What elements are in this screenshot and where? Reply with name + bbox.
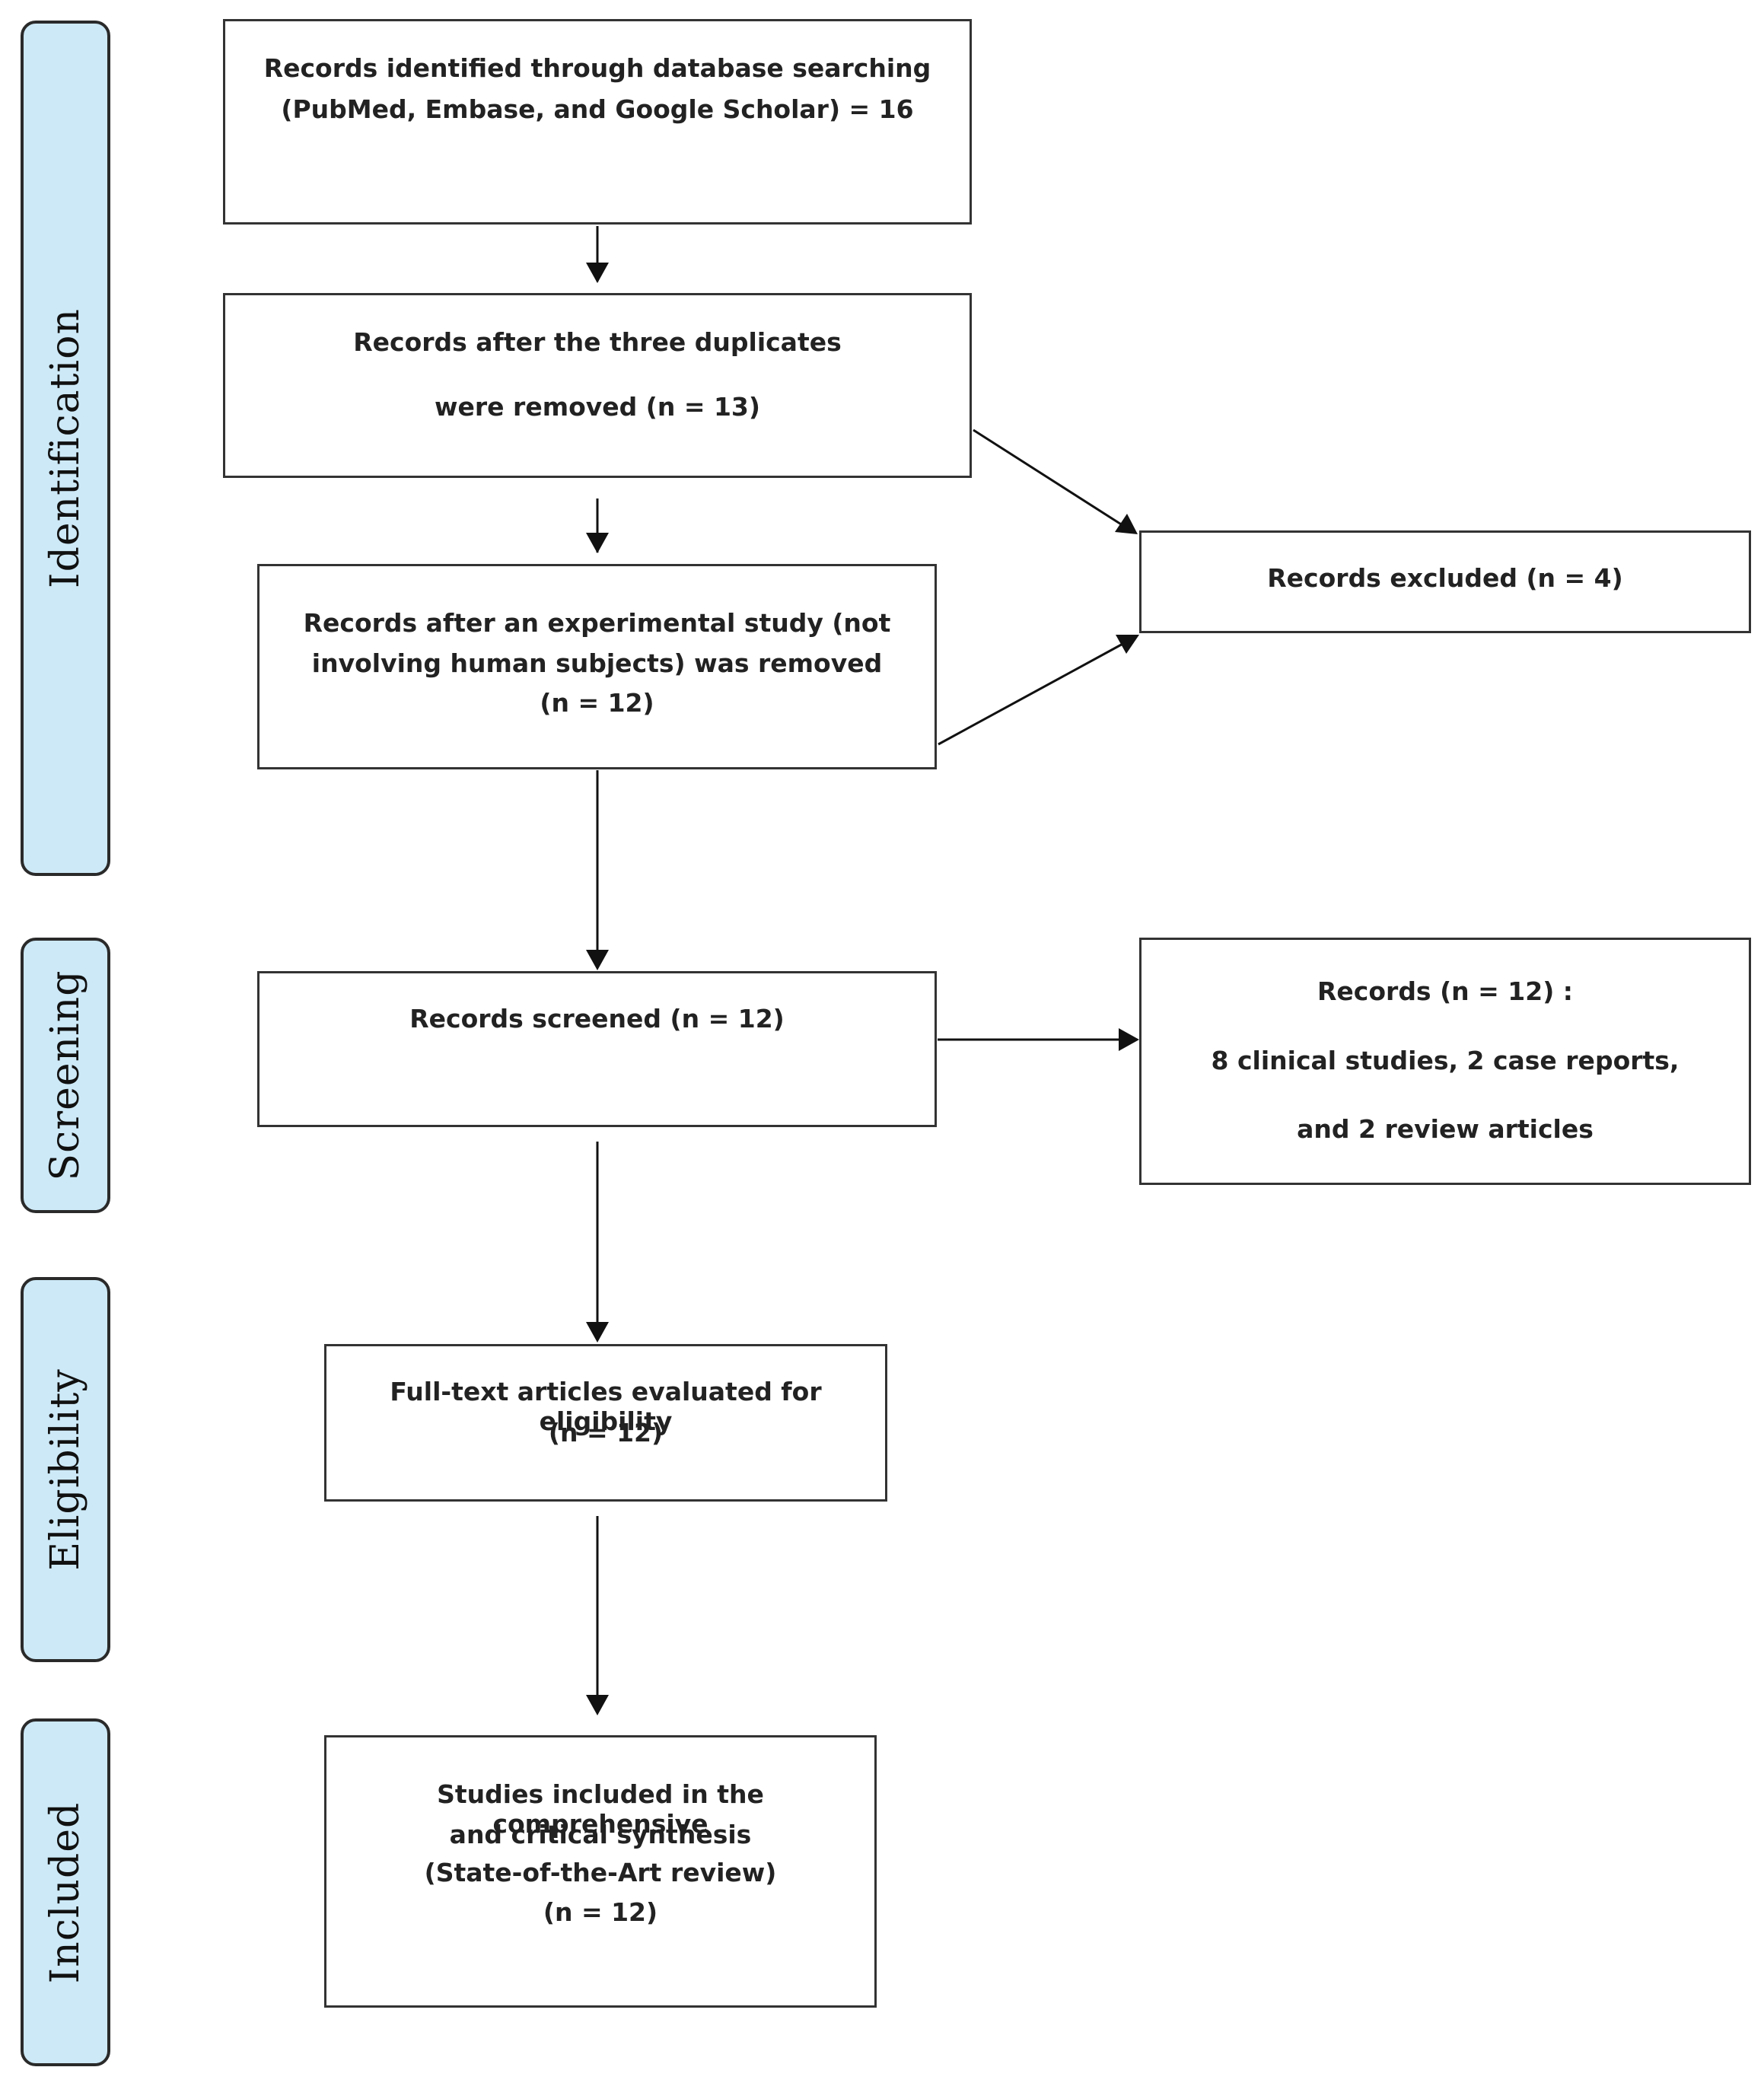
box-records-screened-line-1: Records screened (n = 12) <box>409 1004 785 1034</box>
box-studies-included-line-4: (n = 12) <box>543 1897 658 1927</box>
phase-eligibility: Eligibility <box>21 1277 110 1662</box>
box-experimental-removed: Records after an experimental study (not… <box>257 564 937 769</box>
arrowhead-experimental-to-screened <box>586 950 609 970</box>
box-studies-included-line-3: (State-of-the-Art review) <box>424 1858 777 1887</box>
phase-included: Included <box>21 1718 110 2066</box>
box-duplicates-removed-line-1: Records after the three duplicates <box>353 327 842 357</box>
box-experimental-removed-line-3: (n = 12) <box>540 688 654 718</box>
arrowhead-experimental-to-excluded <box>1116 635 1139 654</box>
box-duplicates-removed-line-2: were removed (n = 13) <box>435 392 760 422</box>
box-records-identified-line-1: Records identified through database sear… <box>263 53 931 83</box>
box-full-text-eligibility-line-1: Full-text articles evaluated for eligibi… <box>390 1377 822 1436</box>
box-experimental-removed-line-1: Records after an experimental study (not <box>303 608 891 638</box>
box-records-screened: Records screened (n = 12) <box>257 971 937 1127</box>
box-records-breakdown-line-2: 8 clinical studies, 2 case reports, <box>1211 1046 1680 1075</box>
box-full-text-eligibility-line-2: (n = 12) <box>548 1418 664 1448</box>
box-experimental-removed-line-2: involving human subjects) was removed <box>311 648 883 678</box>
box-records-breakdown-line-1: Records (n = 12) : <box>1317 976 1573 1006</box>
arrowhead-screened-to-eligibility <box>586 1322 609 1342</box>
box-studies-included-line-2: and critical synthesis <box>449 1820 752 1849</box>
arrowhead-eligibility-to-included <box>586 1695 609 1715</box>
arrow-experimental-to-excluded <box>938 641 1126 746</box>
box-full-text-eligibility: Full-text articles evaluated for eligibi… <box>324 1344 887 1502</box>
arrowhead-duplicates-to-excluded <box>1115 514 1138 534</box>
arrow-duplicates-to-excluded <box>973 428 1126 528</box>
phase-identification: Identification <box>21 21 110 876</box>
box-studies-included-line-1: Studies included in the comprehensive <box>437 1779 764 1839</box>
arrowhead-duplicates-to-experimental <box>586 533 609 553</box>
box-duplicates-removed: Records after the three duplicates were … <box>223 293 972 478</box>
box-records-excluded: Records excluded (n = 4) <box>1139 530 1751 633</box>
box-records-identified-line-2: (PubMed, Embase, and Google Scholar) = 1… <box>281 94 914 124</box>
arrowhead-identified-to-duplicates <box>586 263 609 283</box>
box-records-identified: Records identified through database sear… <box>223 19 972 225</box>
box-studies-included: Studies included in the comprehensive an… <box>324 1735 877 2008</box>
box-records-breakdown-line-3: and 2 review articles <box>1297 1114 1594 1144</box>
box-records-breakdown: Records (n = 12) : 8 clinical studies, 2… <box>1139 938 1751 1185</box>
box-records-excluded-line-1: Records excluded (n = 4) <box>1267 563 1623 593</box>
arrowhead-screened-to-breakdown <box>1119 1028 1139 1051</box>
phase-screening: Screening <box>21 938 110 1213</box>
